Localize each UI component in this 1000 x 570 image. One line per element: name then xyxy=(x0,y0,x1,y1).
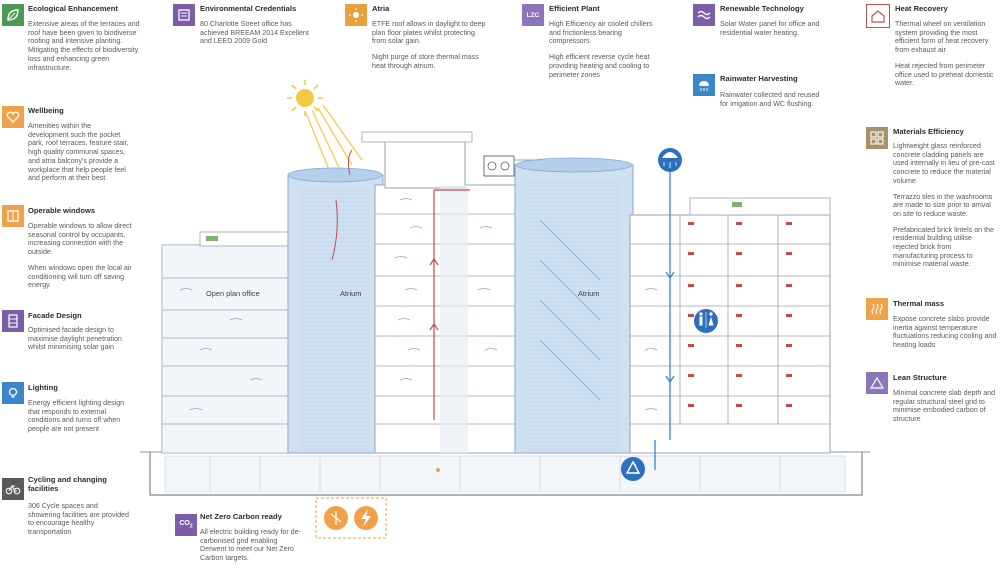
facade-body: Optimised facade design to maximise dayl… xyxy=(28,326,136,359)
netzero-title: Net Zero Carbon ready xyxy=(200,512,282,521)
co2-sub: 2 xyxy=(189,523,193,530)
roof-plant xyxy=(483,155,542,177)
plant-body: High Efficiency air cooled chillers and … xyxy=(549,20,661,86)
net-zero-power-box xyxy=(315,497,387,539)
leaf-icon xyxy=(2,4,24,26)
co2-text: CO2 xyxy=(179,520,192,529)
materials-body: Lightweight glass reinforced concrete cl… xyxy=(893,142,996,276)
thermal-waves-icon xyxy=(866,298,888,320)
rainwater-text: Rainwater collected and reused for irrig… xyxy=(720,91,820,108)
netzero-text: All electric building ready for de-carbo… xyxy=(200,528,301,563)
co2-main: CO xyxy=(179,520,190,528)
left-wing xyxy=(161,231,291,454)
thermal-body: Expose concrete slabs provide inertia ag… xyxy=(893,315,998,357)
wellbeing-title: Wellbeing xyxy=(28,106,64,115)
rainwater-title: Rainwater Harvesting xyxy=(720,74,798,83)
plant-text-1: High Efficiency air cooled chillers and … xyxy=(549,20,653,46)
plant-title: Efficient Plant xyxy=(549,4,600,13)
netzero-body: All electric building ready for de-carbo… xyxy=(200,528,305,570)
label-atrium-left: Atrium xyxy=(340,289,362,298)
credentials-text: 80 Charlotte Street office has achieved … xyxy=(200,20,309,46)
wellbeing-text: Amenities within the development such th… xyxy=(28,122,129,183)
certificate-icon xyxy=(173,4,195,26)
heat-title: Heat Recovery xyxy=(895,4,948,13)
lighting-title: Lighting xyxy=(28,383,58,392)
materials-text-2: Terrazzo tiles in the washrooms are made… xyxy=(893,192,993,218)
windows-text-1: Operable windows to allow direct seasona… xyxy=(28,222,132,257)
lean-title: Lean Structure xyxy=(893,373,947,382)
renewable-body: Solar Water panel for office and residen… xyxy=(720,20,830,44)
electric-plug-icon xyxy=(324,506,348,530)
sun-icon xyxy=(287,80,323,116)
window-icon xyxy=(2,205,24,227)
wellbeing-body: Amenities within the development such th… xyxy=(28,122,132,190)
credentials-title: Environmental Credentials xyxy=(200,4,297,13)
atria-title: Atria xyxy=(372,4,390,13)
airflow-arrows xyxy=(179,198,658,411)
cycling-body: 306 Cycle spaces and showering facilitie… xyxy=(28,502,132,544)
facade-text: Optimised facade design to maximise dayl… xyxy=(28,326,122,352)
cycling-text: 306 Cycle spaces and showering facilitie… xyxy=(28,502,129,537)
credentials-body: 80 Charlotte Street office has achieved … xyxy=(200,20,312,53)
windows-title: Operable windows xyxy=(28,206,96,215)
electric-bolt-icon xyxy=(354,506,378,530)
bicycle-icon xyxy=(2,478,24,500)
atria-text-2: Night purge of store thermal mass heat t… xyxy=(372,53,479,70)
recycle-icon xyxy=(621,457,645,481)
sun-icon xyxy=(345,4,367,26)
toilet-icon xyxy=(694,309,718,333)
windows-body: Operable windows to allow direct seasona… xyxy=(28,222,132,297)
lean-text: Minimal concrete slab depth and regular … xyxy=(893,389,996,424)
ecological-title: Ecological Enhancement xyxy=(28,4,118,13)
label-atrium-right: Atrium xyxy=(578,289,600,298)
facade-icon xyxy=(2,310,24,332)
facade-title: Facade Design xyxy=(28,311,82,320)
lean-structure-icon xyxy=(866,372,888,394)
renewable-text: Solar Water panel for office and residen… xyxy=(720,20,820,37)
plant-text-2: High efficient reverse cycle heat provid… xyxy=(549,53,650,79)
basement xyxy=(140,451,870,496)
materials-text-3: Prefabricated brick lintels on the resid… xyxy=(893,225,994,269)
heat-body: Thermal wheel on ventilation system prov… xyxy=(895,20,998,95)
atrium-right xyxy=(514,157,634,454)
heat-house-icon xyxy=(866,4,890,28)
heart-icon xyxy=(2,106,24,128)
materials-text-1: Lightweight glass reinforced concrete cl… xyxy=(893,142,995,185)
heat-text-1: Thermal wheel on ventilation system prov… xyxy=(895,20,989,55)
lzc-badge-text: LZC xyxy=(526,11,540,19)
ecological-body: Extensive areas of the terraces and roof… xyxy=(28,20,140,79)
right-wing xyxy=(629,170,831,470)
atria-text-1: ETFE roof allows in daylight to deep pla… xyxy=(372,20,486,46)
cycling-title: Cycling and changing facilities xyxy=(28,475,107,493)
thermal-text: Expose concrete slabs provide inertia ag… xyxy=(893,315,997,350)
rainwater-body: Rainwater collected and reused for irrig… xyxy=(720,91,825,115)
atrium-left xyxy=(287,149,384,454)
thermal-title: Thermal mass xyxy=(893,299,945,308)
heat-text-2: Heat rejected from perimeter office used… xyxy=(895,61,994,88)
central-core xyxy=(361,131,516,454)
co2-icon: CO2 xyxy=(175,514,197,536)
label-open-plan-office: Open plan office xyxy=(206,289,260,298)
lightbulb-icon xyxy=(2,382,24,404)
materials-title: Materials Efficiency xyxy=(893,127,964,136)
atria-body: ETFE roof allows in daylight to deep pla… xyxy=(372,20,487,78)
ecological-text: Extensive areas of the terraces and roof… xyxy=(28,20,140,72)
rain-drop-icon xyxy=(658,148,682,172)
lighting-body: Energy efficient lighting design that re… xyxy=(28,399,132,441)
rain-cloud-icon xyxy=(693,74,715,96)
solar-water-icon xyxy=(693,4,715,26)
lzc-badge-icon: LZC xyxy=(522,4,544,26)
materials-grid-icon xyxy=(866,127,888,149)
lighting-text: Energy efficient lighting design that re… xyxy=(28,399,125,434)
renewable-title: Renewable Technology xyxy=(720,4,804,13)
sun-rays xyxy=(305,104,363,173)
windows-text-2: When windows open the local air conditio… xyxy=(28,263,132,290)
lean-body: Minimal concrete slab depth and regular … xyxy=(893,389,998,431)
